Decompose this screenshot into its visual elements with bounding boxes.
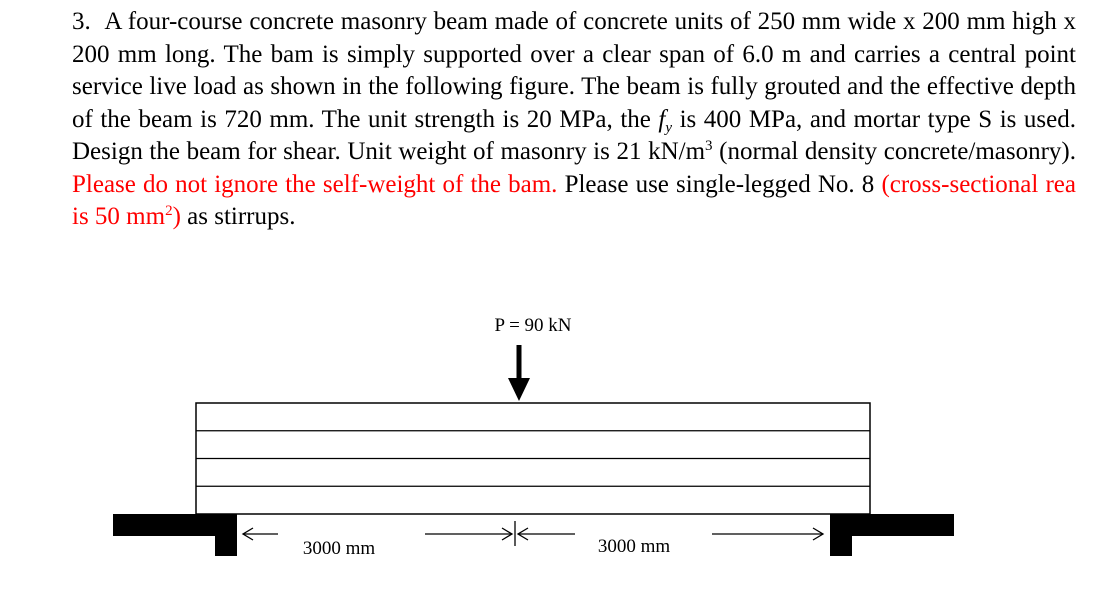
problem-statement: 3. A four-course concrete masonry beam m… <box>72 6 1076 234</box>
left-support <box>113 514 237 556</box>
stirrup-area-note: (cross-sectional rea is 50 mm2) <box>72 170 1076 231</box>
problem-text-1: A four-course concrete masonry beam made… <box>72 8 1076 133</box>
right-support <box>830 514 954 556</box>
problem-text-4: Please use single-legged No. 8 <box>557 170 882 198</box>
problem-text-3: (normal density concrete/masonry). <box>712 138 1076 165</box>
self-weight-note: Please do not ignore the self-weight of … <box>72 170 558 198</box>
left-dimension-arrows <box>241 521 516 546</box>
right-span-dimension: 3000 mm <box>598 536 671 557</box>
fy-symbol: fy <box>658 105 673 136</box>
problem-number: 3. <box>72 8 91 35</box>
problem-text-2: is 400 MPa, and mortar type S is used. D… <box>72 105 1076 166</box>
left-span-dimension: 3000 mm <box>303 538 376 559</box>
course-lines <box>196 430 870 487</box>
load-arrow-icon <box>508 345 530 401</box>
problem-text-5: as stirrups. <box>180 203 296 230</box>
right-dimension-arrows <box>516 527 825 541</box>
cubic-superscript: 3 <box>705 138 713 154</box>
load-label: P = 90 kN <box>494 315 571 336</box>
